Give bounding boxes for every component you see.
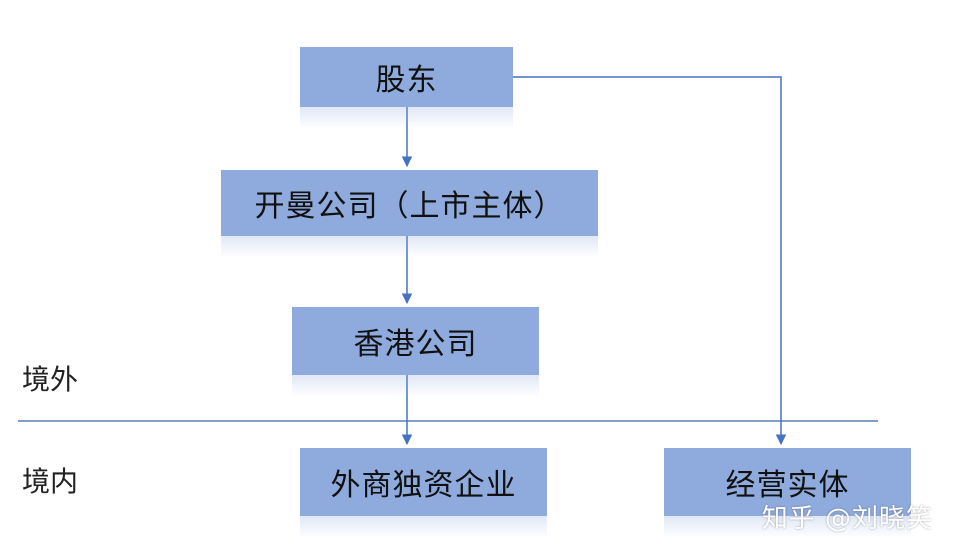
- node-hk-label: 香港公司: [353, 327, 478, 362]
- node-shareholder-label: 股东: [375, 63, 438, 98]
- node-wfoe-label: 外商独资企业: [330, 468, 517, 503]
- node-shareholder: 股东: [300, 47, 513, 129]
- edge-shareholder-entity: [513, 76, 787, 446]
- node-operating-entity: 经营实体: [664, 448, 911, 538]
- watermark: 知乎 @刘晓笑: [761, 504, 933, 534]
- region-label-offshore: 境外: [22, 363, 79, 396]
- node-entity-label: 经营实体: [725, 468, 850, 503]
- node-kaiman-label: 开曼公司（上市主体）: [254, 189, 565, 224]
- node-hk-company: 香港公司: [292, 307, 539, 397]
- region-label-onshore: 境内: [22, 465, 79, 498]
- node-wfoe: 外商独资企业: [300, 448, 547, 538]
- node-kaiman-listed-entity: 开曼公司（上市主体）: [221, 170, 598, 258]
